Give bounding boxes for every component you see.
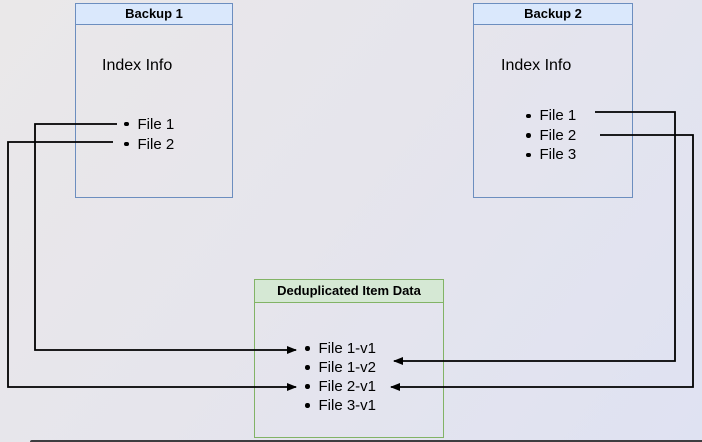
list-item: File 1 (526, 106, 576, 126)
backup2-file1-label: File 1 (539, 107, 577, 125)
backup1-header: Backup 1 (76, 4, 232, 25)
dedup-header: Deduplicated Item Data (255, 280, 443, 303)
bullet-icon (305, 384, 310, 389)
bullet-icon (305, 346, 310, 351)
list-item: File 2-v1 (305, 377, 376, 396)
list-item: File 2 (526, 126, 576, 146)
deduplicated-item-data-box: Deduplicated Item Data File 1-v1 File 1-… (254, 279, 444, 438)
list-item: File 1-v2 (305, 358, 376, 377)
bullet-icon (305, 403, 310, 408)
bullet-icon (526, 133, 531, 138)
backup2-title: Backup 2 (524, 6, 582, 21)
dedup-title: Deduplicated Item Data (277, 283, 421, 298)
bullet-icon (305, 365, 310, 370)
backup1-title: Backup 1 (125, 6, 183, 21)
bullet-icon (124, 141, 129, 147)
backup2-file3-label: File 3 (539, 146, 577, 164)
list-item: File 1-v1 (305, 339, 376, 358)
dedup-file1-v1-label: File 1-v1 (318, 340, 377, 357)
bullet-icon (526, 113, 531, 118)
dedup-file3-v1-label: File 3-v1 (318, 397, 377, 414)
backup1-box: Backup 1 Index Info File 1 File 2 (75, 3, 233, 198)
backup1-file2-label: File 2 (137, 135, 175, 153)
backup2-header: Backup 2 (474, 4, 632, 25)
dedup-file2-v1-label: File 2-v1 (318, 378, 377, 395)
backup2-file-list: File 1 File 2 File 3 (526, 106, 576, 165)
backup1-index-info-label: Index Info (102, 57, 173, 74)
list-item: File 2 (124, 134, 174, 154)
list-item: File 1 (124, 114, 174, 134)
bullet-icon (124, 121, 129, 127)
list-item: File 3-v1 (305, 396, 376, 415)
list-item: File 3 (526, 145, 576, 165)
backup1-file1-label: File 1 (137, 115, 175, 133)
dedup-file1-v2-label: File 1-v2 (318, 359, 377, 376)
bullet-icon (526, 152, 531, 157)
backup2-box: Backup 2 Index Info File 1 File 2 File 3 (473, 3, 633, 198)
backup2-index-info-label: Index Info (501, 57, 572, 74)
window-bottom-edge (30, 439, 702, 442)
backup2-file2-label: File 2 (539, 126, 577, 144)
backup1-file-list: File 1 File 2 (124, 114, 174, 154)
dedup-file-list: File 1-v1 File 1-v2 File 2-v1 File 3-v1 (305, 339, 376, 415)
